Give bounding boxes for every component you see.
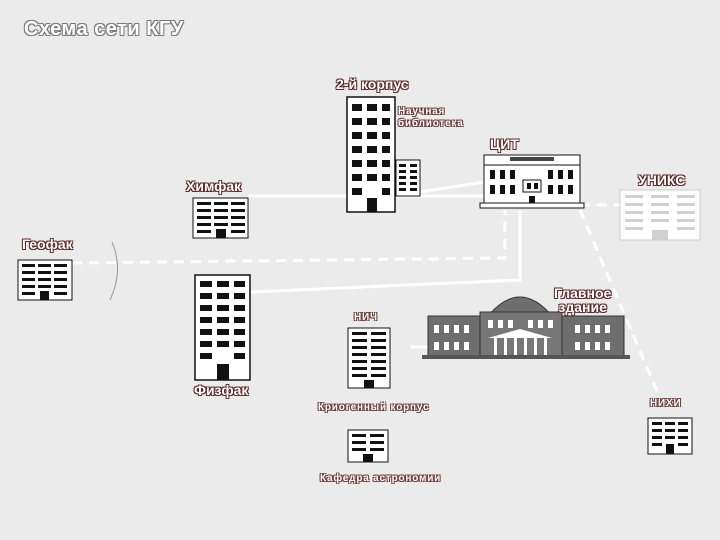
building-korpus2-icon xyxy=(346,96,396,213)
label-himfak: Химфак xyxy=(186,178,242,194)
building-uniks-icon xyxy=(619,189,701,241)
label-uniks: УНИКС xyxy=(638,172,686,188)
label-main-building: Главное здание xyxy=(554,285,612,315)
building-fizfak-icon xyxy=(194,274,251,381)
building-cit-icon xyxy=(479,154,585,209)
building-main-icon xyxy=(422,296,630,359)
building-himfak-icon xyxy=(192,197,249,239)
building-cryo-icon xyxy=(347,429,389,463)
building-nich-icon xyxy=(347,327,391,389)
label-nich: НИЧ xyxy=(354,312,378,323)
label-geofak: Геофак xyxy=(22,236,73,252)
label-astro: Кафедра астрономии xyxy=(320,473,442,484)
link-geofak-cit xyxy=(71,210,507,265)
label-korpus2: 2-й корпус xyxy=(336,76,409,92)
slide-title: Схема сети КГУ xyxy=(24,18,184,40)
link-fizfak-cit xyxy=(249,210,522,294)
label-cryo: Криогенный корпус xyxy=(318,402,430,413)
label-fizfak: Физфак xyxy=(194,382,249,398)
geofak-boundary-arc xyxy=(109,241,118,301)
label-library: Научная библиотека xyxy=(398,106,464,129)
building-library-icon xyxy=(395,159,421,197)
link-cit-nihi xyxy=(578,209,667,411)
building-nihi-icon xyxy=(647,417,693,455)
building-geofak-icon xyxy=(17,259,73,301)
label-cit: ЦИТ xyxy=(490,136,519,152)
dashed-links xyxy=(71,203,667,411)
label-nihi: НИХИ xyxy=(650,398,682,409)
